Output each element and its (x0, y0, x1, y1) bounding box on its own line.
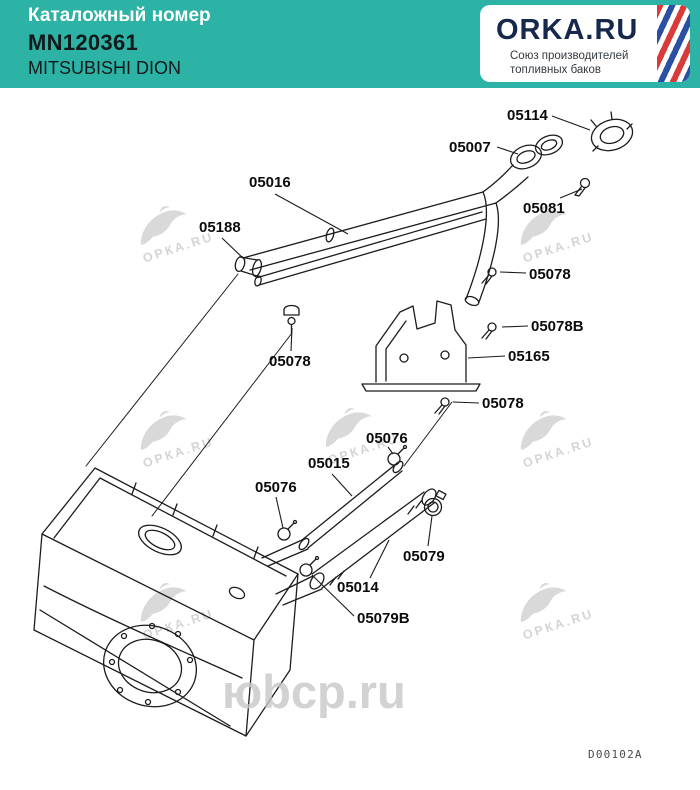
leader-lines (221, 115, 591, 617)
part-label-05165: 05165 (508, 348, 550, 365)
filler-neck-drawing (482, 134, 564, 204)
part-label-05188: 05188 (199, 219, 241, 236)
diagram-code: D00102A (588, 748, 643, 761)
page-header: Каталожный номер MN120361 MITSUBISHI DIO… (0, 0, 700, 88)
logo-flag-stripes-decoration (657, 5, 690, 82)
part-label-05078-2: 05078 (482, 395, 524, 412)
filler-pipe-drawing (234, 191, 497, 287)
part-label-05016: 05016 (249, 174, 291, 191)
watermark-big: юbcp.ru (222, 665, 406, 718)
fuel-cap-drawing (590, 111, 634, 152)
part-label-05015: 05015 (308, 455, 350, 472)
watermark-layer (129, 194, 596, 643)
bolt-05081-drawing (574, 177, 591, 197)
bracket-drawing (361, 300, 481, 392)
part-label-05076-1: 05076 (366, 430, 408, 447)
header-text-block: Каталожный номер MN120361 MITSUBISHI DIO… (28, 5, 211, 79)
part-label-05078b: 05078B (531, 318, 584, 335)
part-label-05114: 05114 (507, 107, 548, 124)
part-label-05078-3: 05078 (269, 353, 311, 370)
part-label-05014: 05014 (337, 579, 379, 596)
parts-diagram-area: ОРКА.RU (0, 88, 700, 790)
alignment-lines (85, 273, 453, 517)
logo-subtitle-line2: топливных баков (510, 64, 601, 77)
orka-logo[interactable]: ORKA.RU Союз производителей топливных ба… (480, 5, 690, 82)
screw-icons (434, 267, 497, 415)
logo-subtitle-line1: Союз производителей (510, 50, 629, 62)
part-label-05007: 05007 (449, 139, 491, 156)
part-label-05079b: 05079B (357, 610, 410, 627)
part-label-05078-1: 05078 (529, 266, 571, 283)
fuel-tank-drawing (33, 467, 299, 737)
part-label-05076-2: 05076 (255, 479, 297, 496)
neck-lower-pipe-drawing (464, 191, 500, 307)
logo-subtitle: Союз производителей топливных баков (510, 49, 690, 78)
logo-title: ORKA.RU (496, 14, 639, 46)
part-label-05081: 05081 (523, 200, 565, 217)
part-number: MN120361 (28, 30, 139, 55)
parts-diagram-svg: ОРКА.RU (33, 111, 634, 737)
catalog-number-label: Каталожный номер (28, 5, 211, 26)
part-label-05079: 05079 (403, 548, 445, 565)
vehicle-name: MITSUBISHI DION (28, 58, 182, 78)
